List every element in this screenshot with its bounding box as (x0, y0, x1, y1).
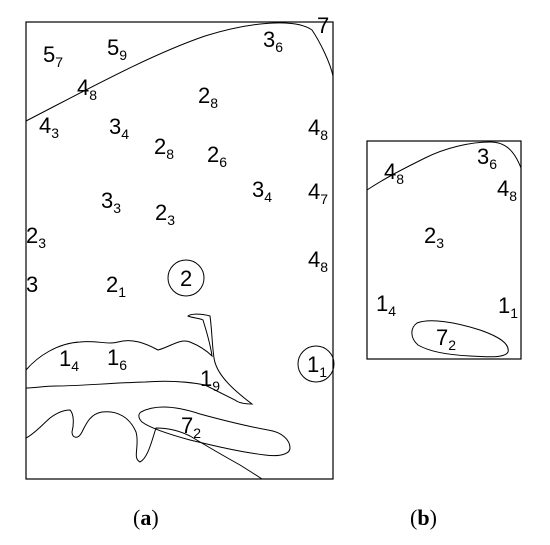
label-a4: 7 (317, 13, 329, 38)
label-a21: 14 (59, 346, 79, 374)
contour-b-lake-outline (411, 320, 509, 358)
contour-lower-shore (25, 409, 263, 480)
panel-a: 57 59 36 7 48 28 43 34 28 26 48 34 47 33… (25, 13, 335, 530)
label-b3: 48 (497, 176, 517, 204)
label-a13: 47 (308, 179, 328, 207)
label-a3: 36 (263, 27, 283, 55)
panel-b-labels: 36 48 48 23 14 11 72 (376, 144, 518, 353)
label-a19: 21 (106, 272, 126, 300)
label-a2: 59 (107, 35, 127, 63)
panel-b-caption: (b) (410, 505, 437, 530)
label-a23: 11 (307, 352, 327, 380)
label-a12: 34 (252, 177, 272, 205)
label-a17: 48 (308, 247, 328, 275)
panel-a-frame (25, 21, 334, 480)
label-a25: 72 (181, 413, 201, 441)
contour-river-bank (25, 313, 254, 405)
circle-label-2 (167, 259, 205, 297)
label-a16: 23 (26, 223, 46, 251)
label-a24: 19 (200, 366, 220, 394)
label-b6: 11 (498, 293, 518, 321)
panel-b-frame (366, 140, 522, 360)
label-b7: 72 (436, 325, 456, 353)
contour-b-top-arc (366, 141, 522, 191)
label-a8: 34 (109, 114, 129, 142)
label-a14: 33 (101, 188, 121, 216)
panel-b-contours (366, 141, 522, 358)
label-a1: 57 (43, 42, 63, 70)
label-a18: 3 (26, 272, 38, 297)
label-a15: 23 (155, 200, 175, 228)
panel-a-labels: 57 59 36 7 48 28 43 34 28 26 48 34 47 33… (26, 13, 329, 441)
panel-a-contours (25, 22, 335, 480)
label-a6: 28 (198, 83, 218, 111)
contour-lake-outline (138, 406, 291, 457)
label-a20: 2 (180, 266, 192, 291)
contour-top-arc (25, 22, 334, 122)
label-b2: 48 (384, 159, 404, 187)
label-a5: 48 (77, 75, 97, 103)
circle-label-1-1 (297, 345, 335, 383)
label-a7: 43 (39, 113, 59, 141)
label-a22: 16 (107, 345, 127, 373)
label-a11: 48 (308, 115, 328, 143)
label-a10: 26 (207, 142, 227, 170)
label-b1: 36 (477, 144, 497, 172)
label-b5: 14 (376, 291, 396, 319)
panel-a-caption: (a) (133, 505, 159, 530)
panel-b: 36 48 48 23 14 11 72 (b) (366, 140, 522, 530)
label-a9: 28 (154, 134, 174, 162)
label-b4: 23 (424, 223, 444, 251)
